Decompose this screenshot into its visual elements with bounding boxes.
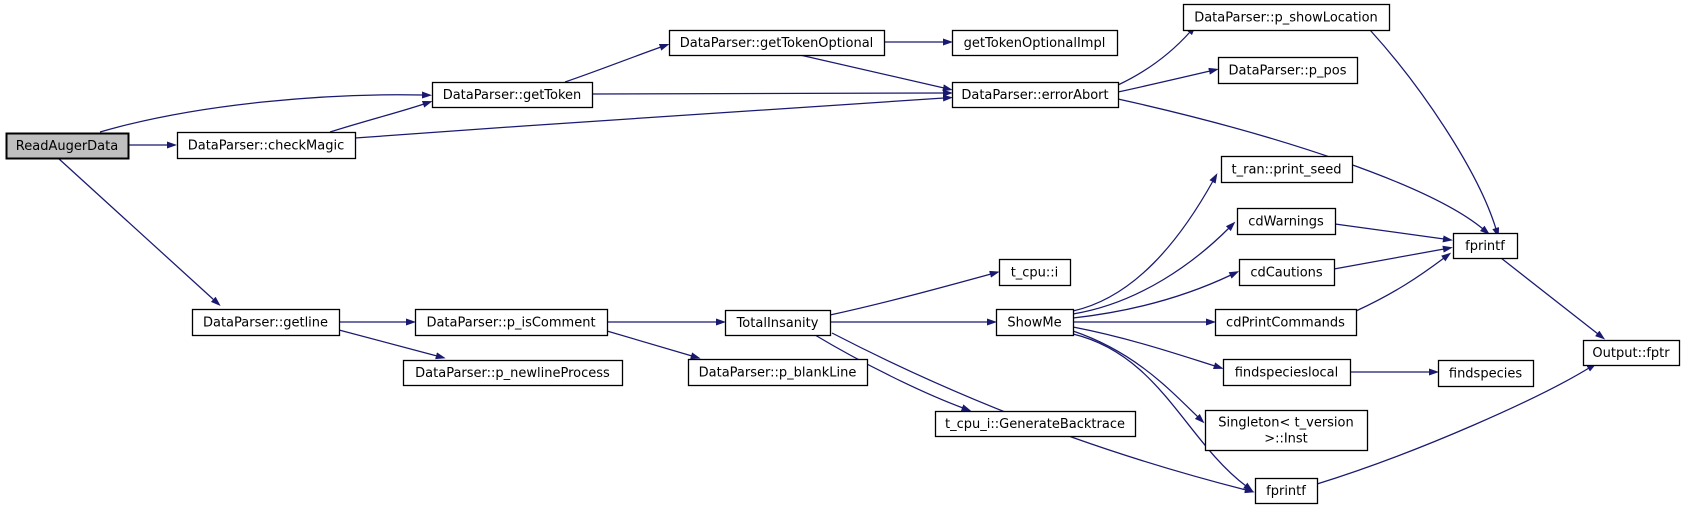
node-findspecieslocal[interactable]: findspecieslocal [1222, 358, 1352, 387]
node-label: getTokenOptionalImpl [964, 36, 1106, 51]
node-cd-print-commands[interactable]: cdPrintCommands [1214, 308, 1358, 337]
edge-total-insanity-generate-backtrace [814, 334, 972, 412]
node-singleton-inst[interactable]: Singleton< t_version>::Inst [1204, 409, 1369, 452]
node-read-auger-data: ReadAugerData [5, 132, 130, 160]
node-t-cpu-i[interactable]: t_cpu::i [998, 258, 1072, 287]
node-generate-backtrace[interactable]: t_cpu_i::GenerateBacktrace [934, 410, 1137, 438]
node-cd-warnings[interactable]: cdWarnings [1236, 207, 1337, 236]
edge-total-insanity-fprintf-bottom [831, 332, 1255, 494]
node-p-blank-line[interactable]: DataParser::p_blankLine [687, 358, 869, 387]
edge-total-insanity-t-cpu-i [829, 270, 1000, 316]
node-label: cdWarnings [1248, 215, 1324, 230]
edge-getline-p-newline-process [338, 329, 446, 360]
node-label: t_cpu::i [1011, 266, 1059, 281]
edge-check-magic-get-token [329, 100, 433, 133]
node-label: DataParser::p_blankLine [699, 366, 857, 381]
node-label: findspecies [1449, 367, 1522, 382]
node-label: DataParser::checkMagic [188, 139, 345, 154]
edge-cd-warnings-fprintf-right [1334, 223, 1453, 243]
node-label: ShowMe [1007, 316, 1061, 331]
node-check-magic[interactable]: DataParser::checkMagic [176, 131, 357, 160]
node-label: findspecieslocal [1235, 366, 1339, 381]
node-p-newline-process[interactable]: DataParser::p_newlineProcess [402, 359, 624, 387]
edge-show-me-cd-warnings [1072, 221, 1236, 315]
edge-fprintf-bottom-output-fptr [1316, 363, 1597, 485]
node-label: DataParser::getTokenOptional [680, 36, 874, 51]
edge-show-me-findspecieslocal [1072, 326, 1224, 370]
node-label: DataParser::p_isComment [426, 316, 595, 331]
node-get-token-optional[interactable]: DataParser::getTokenOptional [668, 29, 886, 57]
node-label: DataParser::p_showLocation [1194, 11, 1378, 26]
edge-read-auger-data-getline [57, 157, 221, 307]
edge-p-is-comment-p-blank-line [606, 330, 701, 360]
node-get-token[interactable]: DataParser::getToken [431, 81, 594, 109]
node-output-fptr[interactable]: Output::fptr [1582, 339, 1681, 367]
edge-show-me-fprintf-bottom [1072, 333, 1254, 492]
node-total-insanity[interactable]: TotalInsanity [724, 309, 832, 337]
edge-read-auger-data-get-token [99, 91, 432, 133]
node-label: t_ran::print_seed [1232, 163, 1342, 178]
edge-layer [57, 25, 1606, 494]
node-label: TotalInsanity [736, 316, 819, 331]
node-error-abort[interactable]: DataParser::errorAbort [951, 81, 1120, 109]
node-findspecies[interactable]: findspecies [1437, 359, 1535, 388]
node-label: >::Inst [1264, 432, 1308, 447]
edge-error-abort-p-pos [1117, 67, 1219, 93]
node-print-seed[interactable]: t_ran::print_seed [1220, 155, 1354, 184]
node-p-pos[interactable]: DataParser::p_pos [1217, 56, 1359, 85]
node-label: Output::fptr [1592, 346, 1670, 361]
node-label: cdCautions [1250, 266, 1323, 281]
node-get-token-optional-impl[interactable]: getTokenOptionalImpl [951, 29, 1119, 57]
node-fprintf-bottom[interactable]: fprintf [1254, 477, 1319, 505]
node-label: cdPrintCommands [1226, 316, 1345, 331]
node-label: DataParser::getToken [443, 88, 582, 103]
edge-show-me-singleton-inst [1072, 330, 1205, 424]
edge-cd-print-commands-fprintf-right [1355, 252, 1452, 312]
edge-show-me-cd-cautions [1072, 271, 1240, 319]
node-label: DataParser::getline [203, 316, 328, 331]
node-label: Singleton< t_version [1218, 416, 1354, 431]
edge-show-me-print-seed [1072, 173, 1218, 312]
node-label: DataParser::errorAbort [961, 88, 1108, 103]
node-cd-cautions[interactable]: cdCautions [1238, 258, 1336, 287]
node-label: ReadAugerData [16, 139, 118, 154]
node-label: fprintf [1465, 239, 1505, 254]
edge-check-magic-error-abort [354, 94, 953, 139]
edge-error-abort-p-show-location [1117, 25, 1197, 86]
node-label: DataParser::p_newlineProcess [415, 366, 610, 381]
edge-cd-cautions-fprintf-right [1333, 245, 1453, 270]
edge-get-token-get-token-optional [564, 43, 670, 83]
node-show-me[interactable]: ShowMe [995, 308, 1075, 337]
node-label: fprintf [1266, 484, 1306, 499]
node-label: t_cpu_i::GenerateBacktrace [945, 417, 1125, 432]
node-fprintf-right[interactable]: fprintf [1452, 232, 1519, 260]
edge-fprintf-right-output-fptr [1500, 257, 1606, 340]
edge-get-token-optional-error-abort [799, 54, 953, 92]
edge-p-show-location-fprintf-right [1369, 29, 1500, 238]
node-label: DataParser::p_pos [1229, 64, 1347, 79]
node-p-is-comment[interactable]: DataParser::p_isComment [414, 308, 609, 337]
node-p-show-location[interactable]: DataParser::p_showLocation [1182, 3, 1391, 32]
node-getline[interactable]: DataParser::getline [191, 308, 341, 337]
edge-get-token-error-abort [591, 89, 953, 97]
